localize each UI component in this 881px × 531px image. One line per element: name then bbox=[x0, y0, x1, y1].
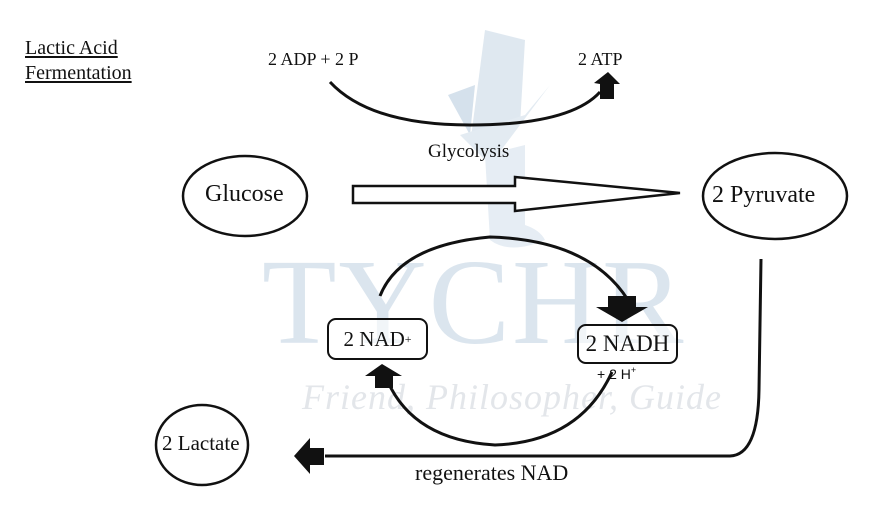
watermark-tagline: Friend, Philosopher, Guide bbox=[302, 377, 722, 417]
glucose-ellipse bbox=[181, 154, 309, 238]
products-label: 2 ATP bbox=[578, 49, 623, 69]
reactants-label: 2 ADP + 2 P bbox=[268, 49, 359, 69]
hydrogen-text: + 2 H bbox=[597, 366, 631, 382]
nad-label: 2 NAD bbox=[343, 326, 405, 351]
regenerates-label: regenerates NAD bbox=[415, 460, 569, 485]
pyruvate-ellipse bbox=[701, 151, 849, 241]
process-label: Glycolysis bbox=[428, 141, 510, 162]
pyruvate-to-lactate-path bbox=[325, 258, 763, 458]
nad-arrowhead-icon bbox=[365, 364, 402, 388]
title-line-1: Lactic Acid bbox=[25, 37, 118, 59]
nad-box: 2 NAD+ bbox=[327, 318, 428, 360]
page-title: Lactic Acid Fermentation bbox=[25, 36, 132, 86]
glucose-label: Glucose bbox=[205, 181, 284, 207]
atp-arc bbox=[328, 80, 602, 127]
nad-superscript: + bbox=[404, 331, 412, 346]
lactate-ellipse bbox=[154, 403, 250, 487]
hydrogen-label: + 2 H+ bbox=[597, 365, 636, 382]
glycolysis-arrow-icon bbox=[351, 175, 681, 213]
title-line-2: Fermentation bbox=[25, 62, 132, 84]
nad-cycle-top-arc bbox=[378, 235, 630, 301]
lactate-arrowhead-icon bbox=[294, 438, 324, 474]
atp-arrowhead-icon bbox=[594, 72, 620, 99]
nadh-label: 2 NADH bbox=[585, 331, 670, 356]
lactate-label: 2 Lactate bbox=[162, 431, 240, 455]
nadh-arrowhead-icon bbox=[596, 296, 648, 322]
nad-cycle-bottom-arc bbox=[383, 371, 614, 447]
hydrogen-superscript: + bbox=[630, 365, 637, 375]
nadh-box: 2 NADH bbox=[577, 324, 678, 364]
pyruvate-label: 2 Pyruvate bbox=[712, 182, 816, 208]
